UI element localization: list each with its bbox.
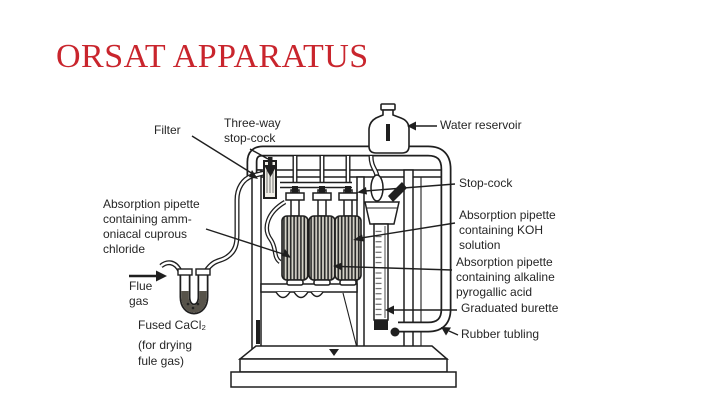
water-reservoir-bottle xyxy=(368,103,410,154)
page-title: ORSAT APPARATUS xyxy=(56,38,369,75)
label-line: fule gas) xyxy=(138,354,185,368)
label-line: Three-way xyxy=(224,116,281,130)
leader-pipette-cuprous xyxy=(205,228,291,258)
label-pipette-cuprous: Absorption pipette containing amm- oniac… xyxy=(103,197,200,257)
riser-tube xyxy=(203,170,265,273)
label-line: stop-cock xyxy=(224,131,276,145)
rubber-tubing-loop xyxy=(246,145,452,333)
label-three-way-stopcock: Three-way stop-cock xyxy=(224,116,281,146)
leader-pipette-pyrogallic xyxy=(333,262,453,271)
label-line: solution xyxy=(459,238,501,252)
graduated-burette xyxy=(364,174,407,337)
label-line: Absorption pipette xyxy=(103,197,200,211)
label-line: Fused CaCl₂ xyxy=(138,318,207,332)
label-line: containing KOH xyxy=(459,223,544,237)
label-line: Absorption pipette xyxy=(456,255,553,269)
label-line: Absorption pipette xyxy=(459,208,556,222)
leader-lines xyxy=(129,121,459,336)
leader-stopcock xyxy=(357,183,456,195)
label-line: Flue xyxy=(129,279,153,293)
leader-filter xyxy=(191,135,258,179)
u-tube-cacl2 xyxy=(177,268,211,315)
label-line: Filter xyxy=(154,123,181,137)
label-line: oniacal cuprous xyxy=(103,227,188,241)
label-line: Water reservoir xyxy=(440,118,522,132)
label-line: chloride xyxy=(103,242,146,256)
label-line: Rubber tubling xyxy=(461,327,540,341)
leader-rubber-tubing xyxy=(441,327,459,336)
leader-three-way-stopcock xyxy=(249,148,277,177)
label-water-reservoir: Water reservoir xyxy=(440,118,522,133)
label-filter: Filter xyxy=(154,123,181,138)
label-line: (for drying xyxy=(138,338,193,352)
label-fused-cacl2: Fused CaCl₂ (for drying fule gas) xyxy=(138,317,206,369)
label-line: Graduated burette xyxy=(461,301,559,315)
leader-water-reservoir xyxy=(407,121,437,131)
label-flue-gas: Flue gas xyxy=(129,279,152,309)
label-pipette-pyrogallic: Absorption pipette containing alkaline p… xyxy=(456,255,555,300)
flue-gas-arrow xyxy=(129,270,167,282)
label-line: pyrogallic acid xyxy=(456,285,533,299)
label-line: containing alkaline xyxy=(456,270,555,284)
leader-pipette-koh xyxy=(353,222,456,242)
label-line: containing amm- xyxy=(103,212,192,226)
label-stop-cock: Stop-cock xyxy=(459,176,512,191)
label-rubber-tubing: Rubber tubling xyxy=(461,327,539,342)
label-graduated-burette: Graduated burette xyxy=(461,301,558,316)
label-line: Stop-cock xyxy=(459,176,513,190)
leader-graduated-burette xyxy=(385,305,457,315)
label-line: gas xyxy=(129,294,149,308)
flue-gas-inlet-tube xyxy=(159,260,183,273)
absorption-pipettes xyxy=(264,186,362,286)
label-pipette-koh: Absorption pipette containing KOH soluti… xyxy=(459,208,556,253)
